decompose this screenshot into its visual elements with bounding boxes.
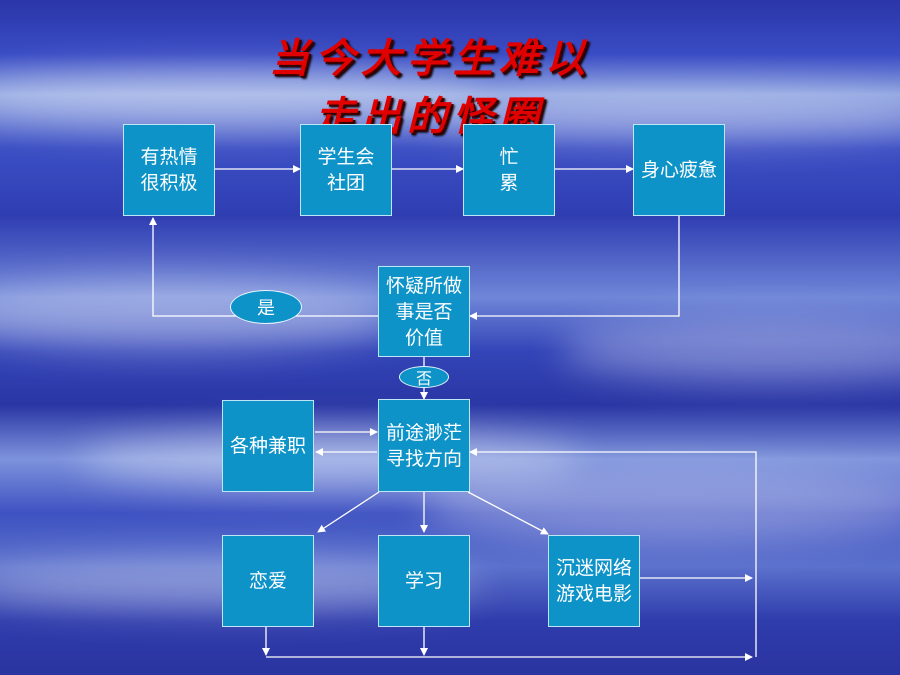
arrow-doubt-yes-to-enthusiasm xyxy=(149,217,379,317)
node-confused: 前途渺茫 寻找方向 xyxy=(378,399,470,492)
arrow-return-to-confused xyxy=(469,448,757,657)
label-no: 否 xyxy=(399,366,449,388)
title-line-1: 当今大学生难以 xyxy=(269,35,591,82)
node-games: 沉迷网络 游戏电影 xyxy=(548,535,640,627)
node-part-time: 各种兼职 xyxy=(222,400,314,492)
node-exhausted: 身心疲惫 xyxy=(633,124,725,216)
node-enthusiasm: 有热情 很积极 xyxy=(123,124,215,216)
node-busy: 忙 累 xyxy=(463,124,555,216)
node-doubt: 怀疑所做 事是否 价值 xyxy=(378,266,470,357)
node-study: 学习 xyxy=(378,535,470,627)
arrow-exhausted-to-doubt xyxy=(469,215,680,320)
arrow-confused-to-romance xyxy=(317,491,380,533)
node-student-union: 学生会 社团 xyxy=(300,124,392,216)
arrow-confused-to-games xyxy=(467,491,549,535)
node-romance: 恋爱 xyxy=(222,535,314,627)
label-yes: 是 xyxy=(230,290,302,324)
